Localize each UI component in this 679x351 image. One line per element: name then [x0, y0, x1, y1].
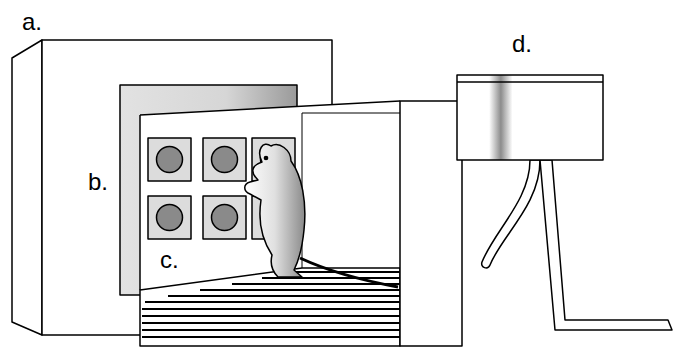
- housing-side: [12, 40, 42, 335]
- part-label: a.: [22, 10, 42, 34]
- part-label: d.: [512, 32, 532, 56]
- part-label: b.: [88, 170, 108, 194]
- rat-tail: [300, 258, 398, 287]
- rat: [245, 144, 305, 277]
- rat-eye: [264, 156, 267, 159]
- chamber-side-wall: [400, 101, 462, 346]
- chamber-left-edge: [139, 115, 141, 290]
- chamber-top-edge: [140, 101, 400, 115]
- grid-bars: [142, 272, 400, 337]
- dispenser-rim: [457, 81, 603, 83]
- part-label: c.: [160, 248, 179, 272]
- feeder-tube: [482, 160, 540, 268]
- pellet-dispenser: [457, 75, 603, 160]
- chamber-interior: [140, 101, 400, 290]
- feeder-stand: [540, 160, 672, 330]
- chamber-ceiling-edge: [302, 113, 400, 114]
